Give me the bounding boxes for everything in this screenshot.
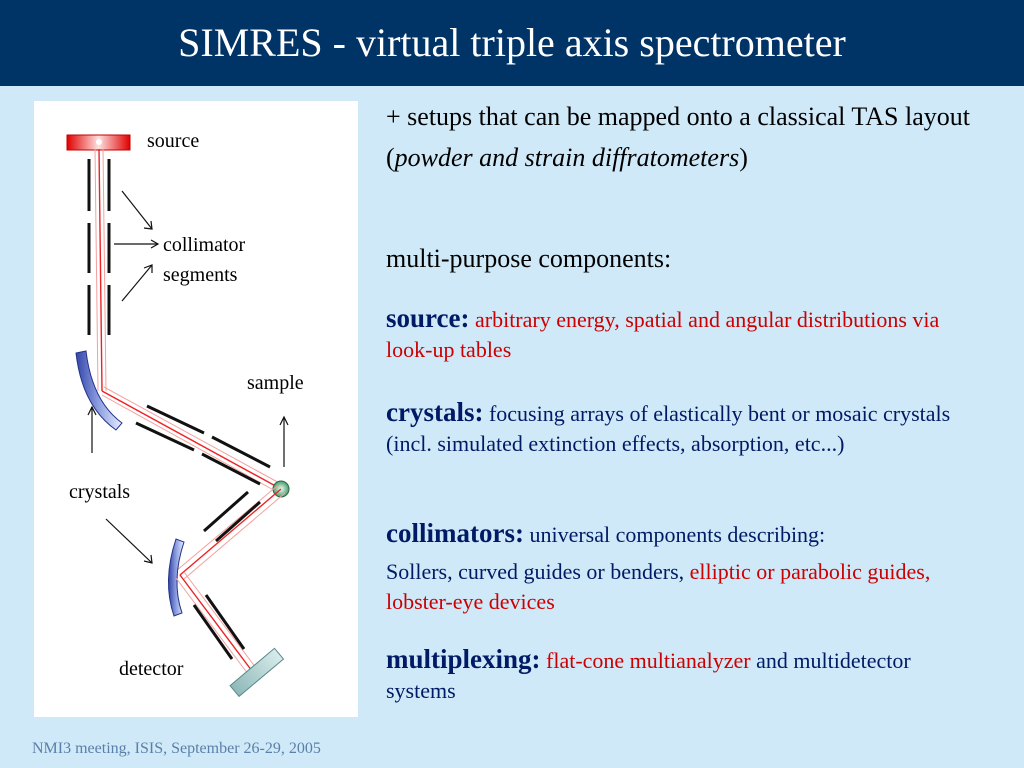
collimators-text-2: Sollers, curved guides or benders, <box>386 559 690 584</box>
label-sample: sample <box>247 372 304 394</box>
label-collimator: collimator <box>163 234 246 256</box>
multiplexing-text: and multidetector systems <box>386 648 911 703</box>
multiplexing-red-text: flat-cone multianalyzer <box>546 648 751 673</box>
label-source: source <box>147 130 200 152</box>
label-detector: detector <box>119 658 184 680</box>
multiplexing-paragraph: multiplexing: flat-cone multianalyzer an… <box>386 644 976 706</box>
crystals-text: focusing arrays of elastically bent or m… <box>386 401 951 456</box>
intro-suffix: ) <box>739 143 748 172</box>
source-label: source: <box>386 303 470 333</box>
multi-purpose-heading: multi-purpose components: <box>386 244 672 273</box>
source-text: arbitrary energy, spatial and angular di… <box>386 307 940 362</box>
source-spot <box>96 139 102 145</box>
analyzer-crystal <box>167 538 185 617</box>
collimator-arrows <box>114 190 160 302</box>
collimators-text-1: universal components describing: <box>529 522 826 547</box>
detector-block <box>229 647 285 698</box>
beam-sample-to-analyzer <box>179 488 282 576</box>
beam-mono-to-sample <box>101 390 282 490</box>
page-title: SIMRES - virtual triple axis spectromete… <box>178 20 846 65</box>
collimators-text-3: elliptic or parabolic guides, lobster-ey… <box>386 559 931 614</box>
beam-incident <box>98 148 103 392</box>
diagram-panel: source collimator segments sample crysta… <box>34 101 358 717</box>
collimators-paragraph: collimators: universal components descri… <box>386 518 976 550</box>
collimator-segments <box>87 159 111 335</box>
monochromator-crystal <box>75 350 123 431</box>
crystals-label: crystals: <box>386 397 484 427</box>
label-segments: segments <box>163 264 238 286</box>
multiplexing-label: multiplexing: <box>386 644 541 674</box>
intro-italic: powder and strain diffratometers <box>394 143 740 172</box>
beam-analyzer-to-detector <box>179 574 253 672</box>
footer-text: NMI3 meeting, ISIS, September 26-29, 200… <box>32 740 321 757</box>
intro-prefix: + setups that can be mapped onto a class… <box>386 102 970 172</box>
collimators-paragraph-2: Sollers, curved guides or benders, ellip… <box>386 557 976 617</box>
collimators-label: collimators: <box>386 518 524 548</box>
crystals-paragraph: crystals: focusing arrays of elastically… <box>386 397 976 459</box>
intro-paragraph: + setups that can be mapped onto a class… <box>386 96 976 178</box>
source-paragraph: source: arbitrary energy, spatial and an… <box>386 303 976 365</box>
spectrometer-diagram <box>66 134 290 698</box>
label-crystals: crystals <box>69 481 131 503</box>
title-bar: SIMRES - virtual triple axis spectromete… <box>0 0 1024 86</box>
